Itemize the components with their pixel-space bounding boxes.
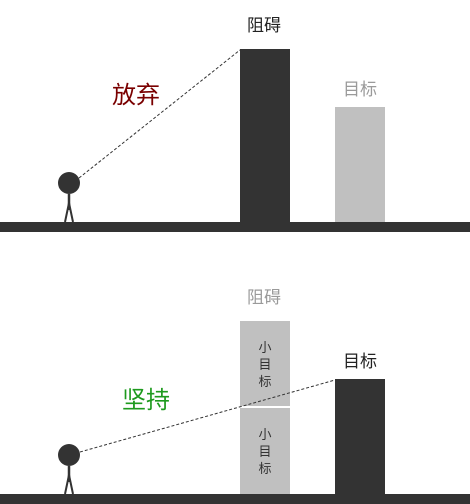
top-sight-line — [78, 49, 241, 179]
top-obstacle-label: 阻碍 — [247, 16, 281, 36]
small-goal-lower-char-1: 小 — [258, 428, 272, 443]
bottom-person-icon — [58, 444, 80, 495]
bottom-goal-bar — [335, 379, 385, 494]
top-goal-label: 目标 — [343, 80, 377, 100]
top-verdict-give-up: 放弃 — [112, 81, 160, 109]
bottom-goal-label: 目标 — [343, 352, 377, 372]
small-goal-block-upper: 小 目 标 — [240, 340, 290, 391]
small-goal-upper-char-3: 标 — [258, 375, 272, 390]
bottom-obstacle-label: 阻碍 — [247, 288, 281, 308]
top-person-icon — [58, 172, 80, 223]
bottom-verdict-persist: 坚持 — [122, 386, 170, 414]
top-goal-bar — [335, 107, 385, 222]
top-ground-line — [0, 222, 470, 232]
top-obstacle-bar — [240, 49, 290, 222]
small-goal-divider — [240, 406, 290, 408]
small-goal-block-lower: 小 目 标 — [240, 427, 290, 478]
small-goal-lower-char-2: 目 — [258, 445, 272, 460]
small-goal-upper-char-2: 目 — [258, 358, 272, 373]
small-goal-lower-char-3: 标 — [258, 462, 272, 477]
bottom-ground-line — [0, 494, 470, 504]
bottom-sight-line — [79, 379, 336, 453]
small-goal-upper-char-1: 小 — [258, 341, 272, 356]
